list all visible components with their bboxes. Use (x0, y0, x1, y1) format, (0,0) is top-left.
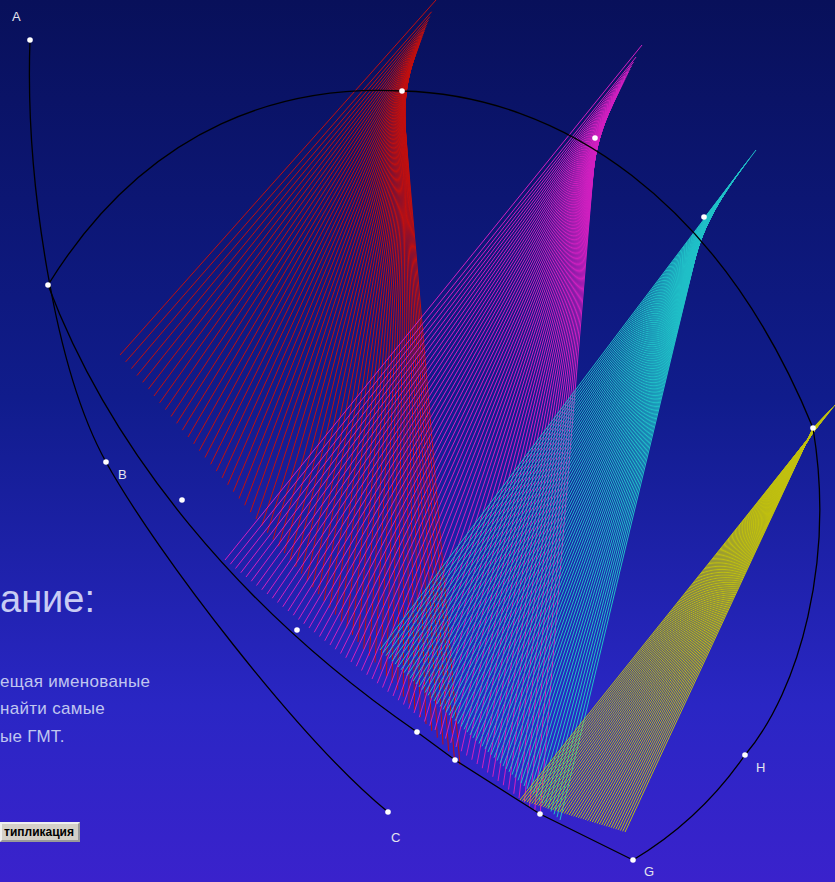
envelope-line (588, 423, 818, 821)
point-label: H (756, 760, 765, 775)
point-dot (294, 627, 300, 633)
envelope-line (597, 424, 817, 823)
envelope-line (324, 70, 410, 601)
envelope-line (553, 416, 824, 810)
envelope-line (546, 415, 826, 808)
envelope-line (409, 116, 607, 709)
point-dot (45, 282, 51, 288)
envelope-line (233, 53, 416, 492)
envelope-line (581, 422, 820, 819)
envelope-line (211, 47, 419, 464)
envelope-line (564, 419, 822, 814)
point-label: B (118, 467, 127, 482)
text-fragment: найти самые (0, 699, 105, 719)
envelope-line (539, 413, 828, 806)
envelope-line (576, 421, 820, 817)
envelope-line (583, 422, 819, 819)
envelope-line (625, 428, 813, 832)
point-dot (537, 811, 543, 817)
point-dot (414, 729, 420, 735)
closed-curve (48, 90, 820, 860)
text-fragment: ещая именованые (0, 672, 150, 692)
envelope-line (386, 162, 747, 655)
point-label: A (12, 9, 21, 24)
envelope-line (590, 423, 818, 821)
point-dot (27, 37, 33, 43)
point-dot (810, 425, 816, 431)
point-dot (385, 809, 391, 815)
button-label: типликация (0, 822, 80, 842)
point-dot (452, 757, 458, 763)
envelope-line (267, 60, 413, 533)
chord-curve (48, 285, 633, 860)
envelope-line (346, 103, 614, 658)
envelope-line (225, 45, 642, 560)
envelope-line (569, 420, 821, 815)
point-label: C (391, 830, 400, 845)
envelope-line (493, 131, 600, 777)
envelope-line (541, 414, 827, 807)
envelope-line (595, 424, 817, 823)
envelope-line (543, 414, 826, 807)
envelope-line (341, 73, 409, 621)
point-dot (630, 857, 636, 863)
point-dot (103, 459, 109, 465)
envelope-line (362, 106, 612, 670)
envelope-line (578, 421, 819, 818)
envelope-line (599, 424, 816, 824)
envelope-line (239, 54, 416, 499)
point-dot (701, 214, 707, 220)
envelope-line (567, 419, 822, 814)
envelope-line (143, 23, 428, 382)
envelope-line (592, 423, 817, 822)
envelope-line (623, 428, 814, 832)
envelope-line (585, 422, 818, 820)
text-fragment: ые ГМТ. (0, 727, 65, 747)
point-dot (399, 88, 405, 94)
envelope-line (574, 420, 821, 816)
envelope-line (550, 416, 824, 809)
envelope-line (461, 126, 602, 752)
envelope-line (548, 415, 825, 808)
envelope-line (325, 97, 616, 640)
heading-fragment: ание: (0, 578, 95, 621)
envelope-line (557, 417, 823, 811)
envelope-line (560, 418, 823, 812)
point-dot (592, 135, 598, 141)
curve-abc (29, 40, 388, 812)
envelope-line (341, 101, 615, 653)
envelope-line (562, 418, 822, 813)
envelope-line (555, 417, 824, 811)
envelope-line (262, 77, 627, 590)
point-dot (179, 497, 185, 503)
envelope-line (571, 420, 820, 816)
envelope-line (126, 12, 432, 362)
point-label: G (644, 864, 654, 879)
envelope-line (330, 99, 615, 645)
envelope-line (414, 117, 606, 713)
envelope-line (309, 93, 618, 628)
point-dot (742, 752, 748, 758)
